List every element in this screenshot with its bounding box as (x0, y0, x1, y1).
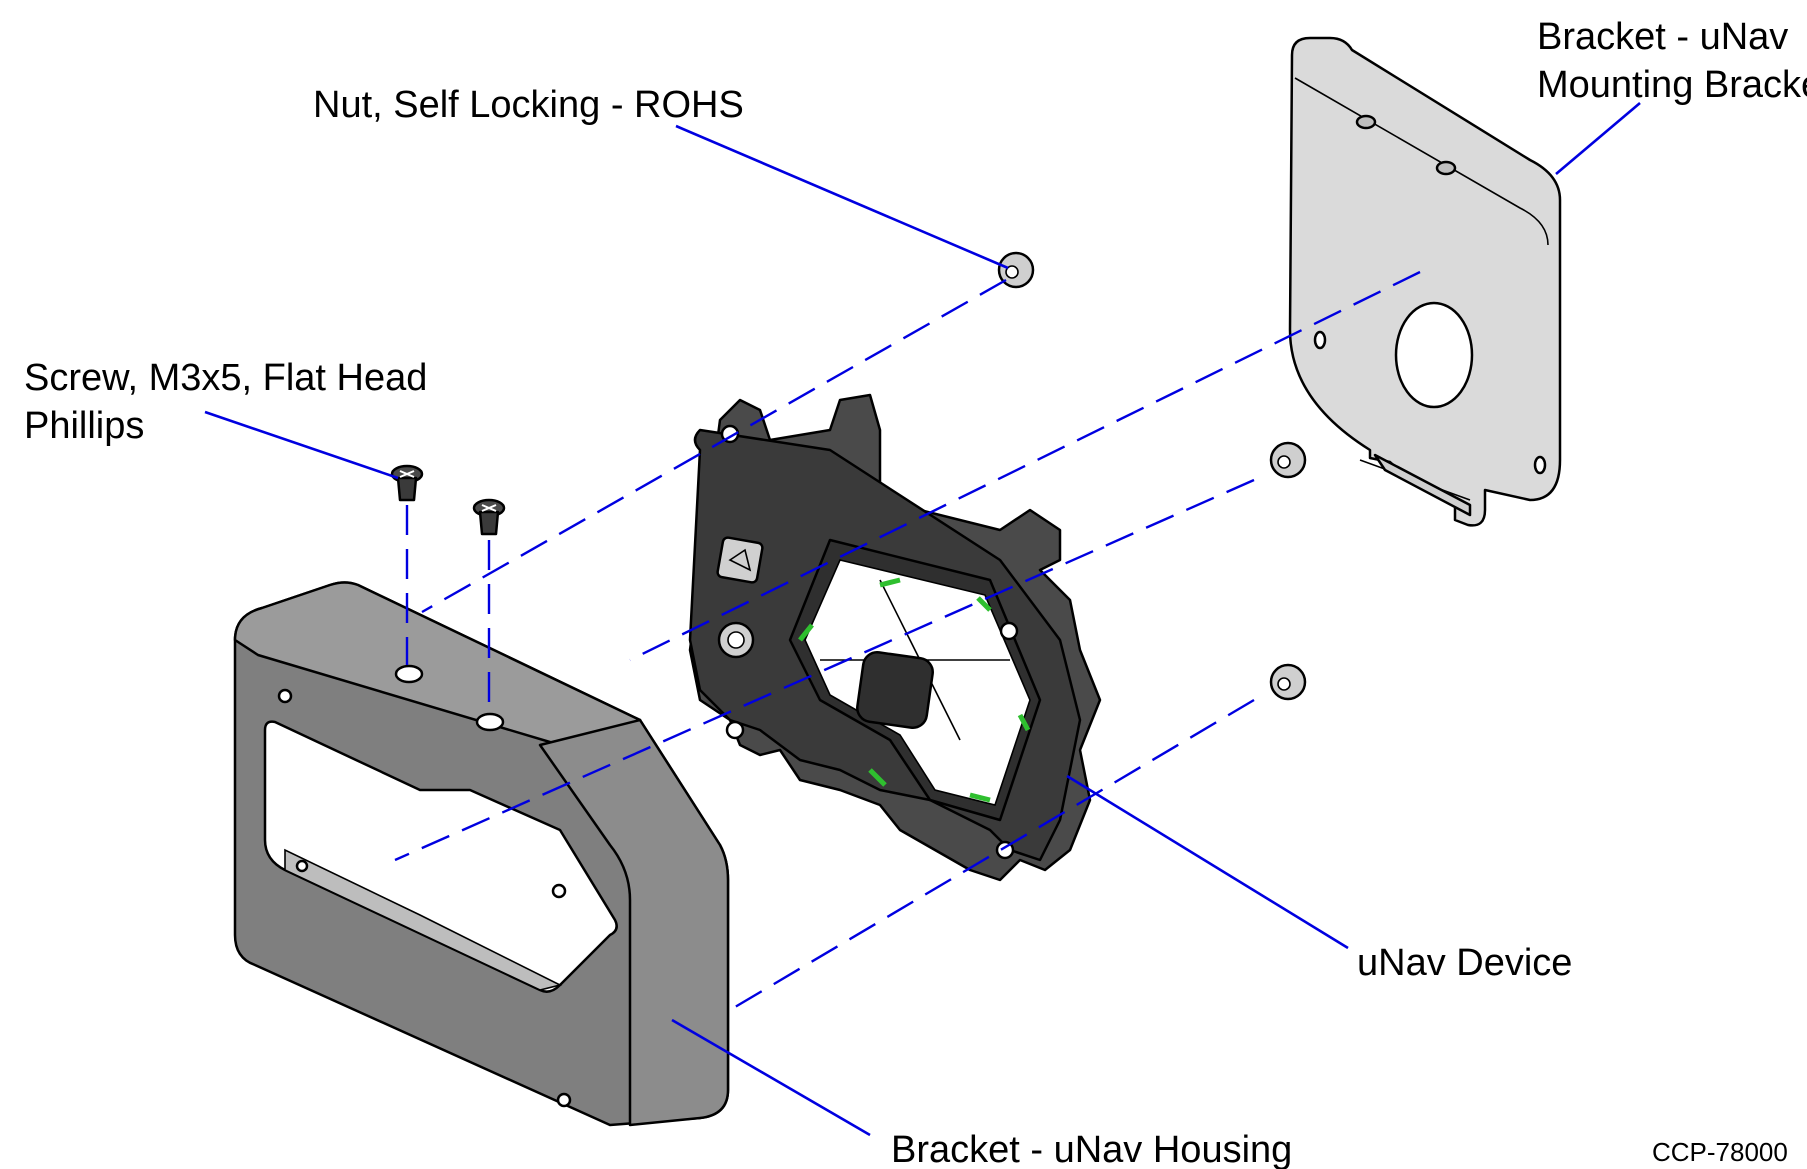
label-screw-line-1: Screw, M3x5, Flat Head (24, 357, 427, 399)
assembly-lines (394, 270, 1421, 1012)
label-housing-bracket: Bracket - uNav Housing (891, 1129, 1292, 1169)
label-unav-device: uNav Device (1357, 942, 1572, 984)
mounting-bracket-part (1288, 36, 1562, 527)
document-id: CCP-78000 (1652, 1137, 1788, 1167)
housing-bracket-part (233, 581, 730, 1127)
flange-nut-icon (997, 251, 1035, 289)
phillips-screw-icon (390, 464, 424, 502)
flange-nut-icon (1269, 663, 1307, 701)
phillips-screw-icon (472, 498, 506, 536)
label-nut-self-locking: Nut, Self Locking - ROHS (313, 84, 744, 126)
leader-lines (204, 102, 1641, 1137)
label-mounting-bracket-line-2: Mounting Bracket (1537, 64, 1807, 106)
label-mounting-bracket-line-1: Bracket - uNav (1537, 16, 1788, 58)
label-screw-line-2: Phillips (24, 405, 144, 447)
unav-device-part (688, 393, 1102, 882)
flange-nut-icon (1269, 441, 1307, 479)
